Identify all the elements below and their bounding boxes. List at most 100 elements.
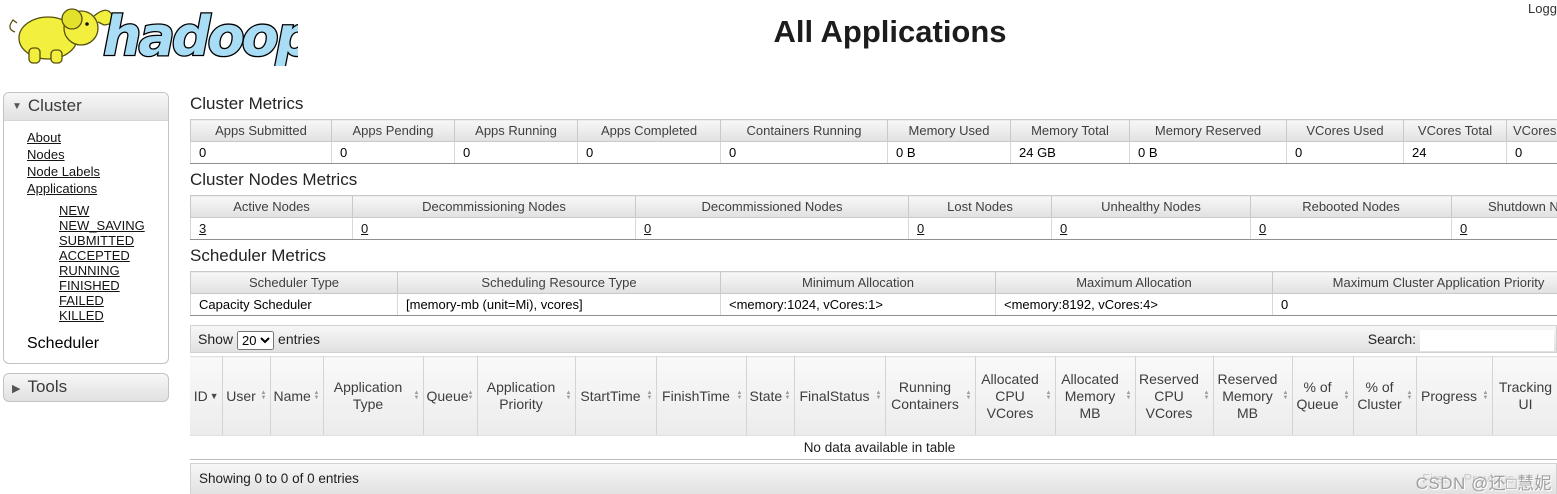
metric-col-memory-reserved: Memory Reserved	[1129, 119, 1287, 142]
sidebar-item-state-failed[interactable]: FAILED	[59, 293, 104, 308]
metric-value-vcores-reserved: 0	[1506, 141, 1557, 164]
cluster-panel-header[interactable]: ▼Cluster	[4, 93, 168, 121]
column-header-finishtime[interactable]: FinishTime▲▼	[656, 356, 747, 436]
metric-value-link-decommissioned-nodes[interactable]: 0	[644, 221, 652, 236]
column-header-starttime[interactable]: StartTime ▲▼	[575, 356, 657, 436]
metric-col-containers-running: Containers Running	[720, 119, 888, 142]
column-header-running-containers[interactable]: Running Containers▲▼	[885, 356, 976, 436]
column-header-finalstatus[interactable]: FinalStatus▲▼	[794, 356, 886, 436]
column-header-reserved-memory-mb[interactable]: Reserved Memory MB▲▼	[1213, 356, 1293, 436]
metric-col-apps-submitted: Apps Submitted	[190, 119, 332, 142]
column-header-of-queue[interactable]: % of Queue▲▼	[1292, 356, 1354, 436]
elephant-tail	[9, 19, 18, 33]
column-label: FinishTime	[662, 387, 730, 404]
list-item: RUNNING	[59, 263, 168, 278]
metric-value-vcores-used: 0	[1286, 141, 1404, 164]
sort-both-icon: ▲▼	[467, 390, 474, 401]
column-header-progress[interactable]: Progress▲▼	[1416, 356, 1493, 436]
column-header-application-type[interactable]: Application Type▲▼	[323, 356, 424, 436]
list-item: About	[27, 129, 168, 146]
metric-col-memory-used: Memory Used	[887, 119, 1011, 142]
column-header-id[interactable]: ID▼	[190, 356, 223, 436]
sidebar-item-node-labels[interactable]: Node Labels	[27, 164, 100, 179]
sort-both-icon: ▲▼	[1203, 390, 1210, 401]
column-header-state[interactable]: State▲▼	[746, 356, 795, 436]
metric-col-unhealthy-nodes: Unhealthy Nodes	[1051, 195, 1251, 218]
entries-label: entries	[278, 331, 321, 347]
chevron-right-icon: ▶	[12, 383, 21, 395]
metric-value-apps-pending: 0	[331, 141, 455, 164]
sidebar-item-state-killed[interactable]: KILLED	[59, 308, 104, 323]
column-header-application-priority[interactable]: Application Priority▲▼	[477, 356, 576, 436]
metric-value-link-decommissioning-nodes[interactable]: 0	[361, 221, 369, 236]
metric-value-link-lost-nodes[interactable]: 0	[917, 221, 925, 236]
sidebar-item-state-finished[interactable]: FINISHED	[59, 278, 120, 293]
metric-col-decommissioned-nodes: Decommissioned Nodes	[635, 195, 909, 218]
sidebar-item-state-accepted[interactable]: ACCEPTED	[59, 248, 130, 263]
sidebar-item-state-running[interactable]: RUNNING	[59, 263, 120, 278]
metric-col-shutdown-nodes: Shutdown Nodes	[1451, 195, 1557, 218]
search-input[interactable]	[1420, 329, 1554, 351]
cluster-panel-label: Cluster	[27, 96, 82, 115]
metric-value-memory-used: 0 B	[887, 141, 1011, 164]
metric-col-apps-pending: Apps Pending	[331, 119, 455, 142]
sort-both-icon: ▲▼	[260, 390, 267, 401]
metric-value-memory-reserved: 0 B	[1129, 141, 1287, 164]
metric-col-vcores-total: VCores Total	[1403, 119, 1507, 142]
column-header-tracking-ui[interactable]: Tracking UI▲▼	[1492, 356, 1557, 436]
list-item: FINISHED	[59, 278, 168, 293]
tools-panel-header[interactable]: ▶Tools	[3, 373, 169, 402]
metric-value-scheduling-resource-type: [memory-mb (unit=Mi), vcores]	[397, 293, 721, 316]
metric-value-link-rebooted-nodes[interactable]: 0	[1259, 221, 1267, 236]
metric-col-apps-completed: Apps Completed	[577, 119, 721, 142]
sort-both-icon: ▲▼	[646, 390, 653, 401]
metric-value-link-unhealthy-nodes[interactable]: 0	[1060, 221, 1068, 236]
column-header-reserved-cpu-vcores[interactable]: Reserved CPU VCores▲▼	[1135, 356, 1214, 436]
column-header-allocated-memory-mb[interactable]: Allocated Memory MB▲▼	[1055, 356, 1136, 436]
column-label: Application Priority	[486, 379, 556, 412]
cluster-nodes-metrics-heading: Cluster Nodes Metrics	[190, 170, 358, 189]
metric-value-link-shutdown-nodes[interactable]: 0	[1460, 221, 1468, 236]
list-item: NEW_SAVING	[59, 218, 168, 233]
search-label: Search:	[1367, 331, 1416, 347]
sidebar-item-state-submitted[interactable]: SUBMITTED	[59, 233, 135, 248]
metric-value-link-active-nodes[interactable]: 3	[199, 221, 207, 236]
metric-value-containers-running: 0	[720, 141, 888, 164]
column-label: StartTime	[580, 387, 641, 404]
column-header-name[interactable]: Name▲▼	[270, 356, 324, 436]
column-header-user[interactable]: User▲▼	[222, 356, 271, 436]
column-label: FinalStatus	[799, 387, 870, 404]
metric-col-memory-total: Memory Total	[1010, 119, 1130, 142]
sidebar-item-state-new-saving[interactable]: NEW_SAVING	[59, 218, 145, 233]
metric-value-unhealthy-nodes: 0	[1051, 217, 1251, 240]
metric-value-memory-total: 24 GB	[1010, 141, 1130, 164]
sort-both-icon: ▲▼	[1125, 390, 1132, 401]
metric-col-vcores-used: VCores Used	[1286, 119, 1404, 142]
login-status: Logge	[1528, 1, 1557, 16]
sidebar-item-nodes[interactable]: Nodes	[27, 147, 65, 162]
column-header-queue[interactable]: Queue▲▼	[423, 356, 478, 436]
sidebar-item-applications[interactable]: Applications	[27, 181, 98, 196]
metric-value-apps-completed: 0	[577, 141, 721, 164]
sidebar-item-scheduler[interactable]: Scheduler	[27, 335, 100, 352]
metric-value-decommissioned-nodes: 0	[635, 217, 909, 240]
column-header-of-cluster[interactable]: % of Cluster▲▼	[1353, 356, 1417, 436]
metric-col-rebooted-nodes: Rebooted Nodes	[1250, 195, 1452, 218]
list-item: Node Labels	[27, 163, 168, 180]
column-label: Tracking UI	[1498, 379, 1553, 412]
list-item: Applications	[27, 180, 168, 197]
sort-both-icon: ▲▼	[1406, 390, 1413, 401]
sidebar-item-about[interactable]: About	[27, 130, 61, 145]
column-label: Name	[273, 387, 311, 404]
metric-value-shutdown-nodes: 0	[1451, 217, 1557, 240]
sidebar-item-state-new[interactable]: NEW	[59, 203, 90, 218]
page-size-select[interactable]: 20	[237, 330, 275, 350]
applications-table: ID▼User▲▼Name▲▼Application Type▲▼Queue▲▼…	[190, 356, 1557, 460]
column-header-allocated-cpu-vcores[interactable]: Allocated CPU VCores▲▼	[975, 356, 1056, 436]
